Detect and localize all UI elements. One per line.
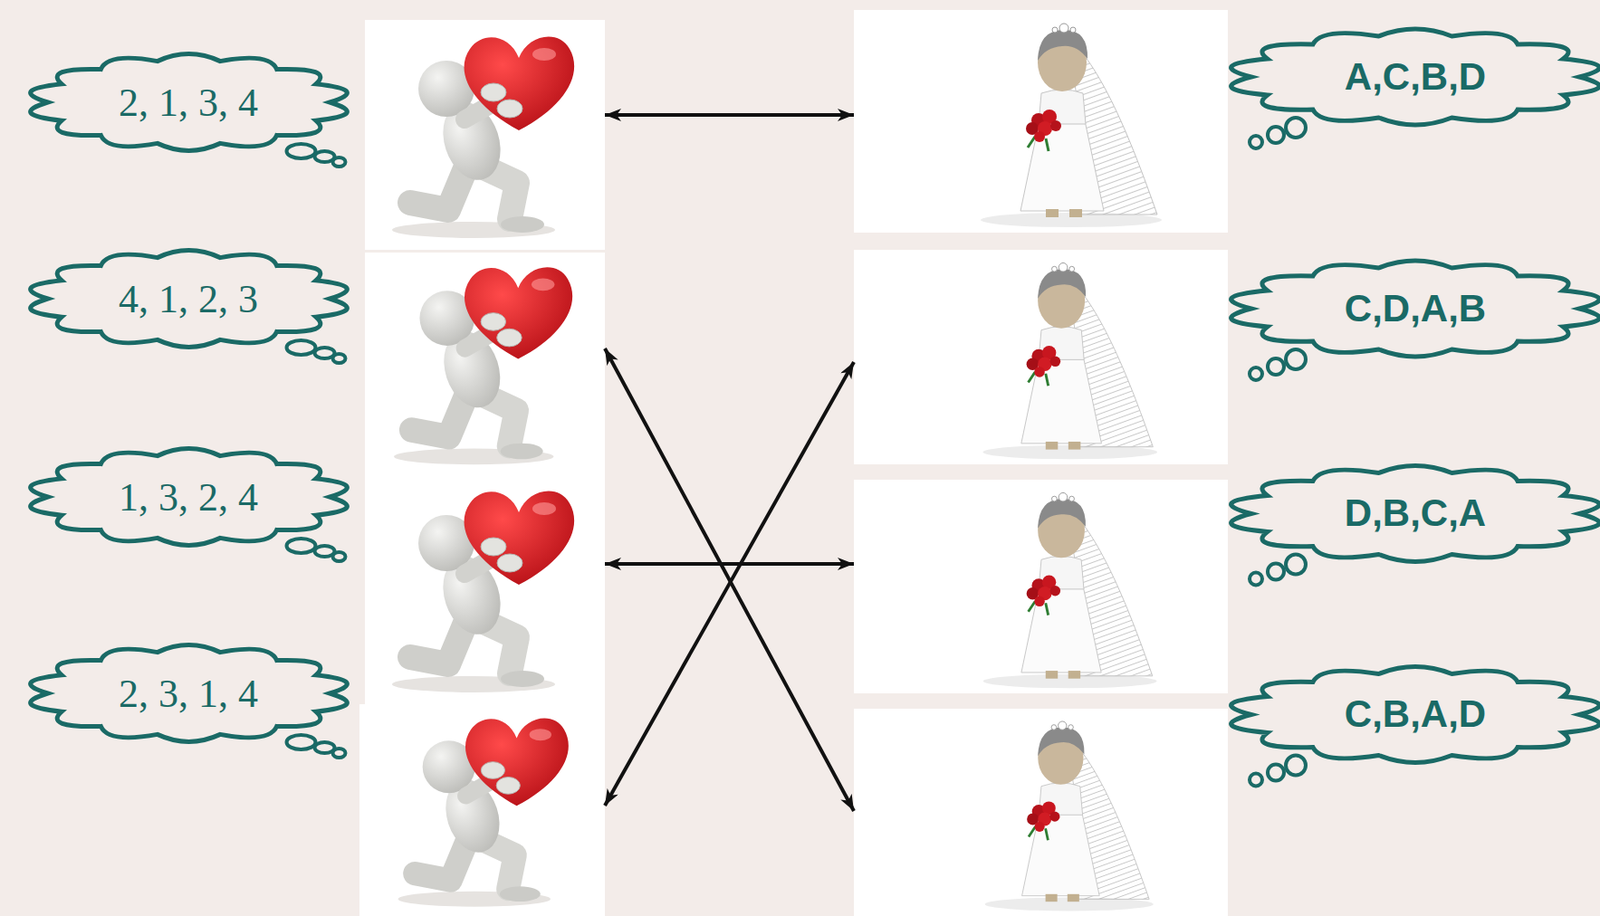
preference-text: 1, 3, 2, 4 <box>118 474 259 521</box>
bride-figures <box>853 9 1228 916</box>
cloud-tail <box>332 157 345 167</box>
cloud-tail <box>1249 572 1263 585</box>
suitor-figure <box>398 718 569 907</box>
cloud-tail <box>332 748 345 758</box>
cloud-outline <box>1231 666 1600 763</box>
cloud-tail <box>1285 755 1306 776</box>
figure-panel <box>364 19 605 250</box>
preference-list: C,D,A,B <box>1231 260 1600 358</box>
bride-figure <box>983 492 1158 689</box>
bride-node: D,B,C,A <box>853 465 1600 695</box>
thought-cloud <box>853 9 1600 233</box>
cloud-outline <box>29 250 347 348</box>
cloud-tail <box>1249 135 1263 149</box>
thought-cloud <box>30 19 606 250</box>
preference-text: D,B,C,A <box>1344 491 1486 536</box>
thought-cloud <box>30 249 606 475</box>
preference-text: A,C,B,D <box>1344 55 1486 99</box>
cloud-tail <box>1285 554 1306 575</box>
suitor-node: 2, 3, 1, 4 <box>30 644 606 916</box>
cloud-tail <box>286 340 316 355</box>
preference-text: 4, 1, 2, 3 <box>118 276 259 323</box>
suitor-node: 2, 1, 3, 4 <box>30 19 606 250</box>
cloud-outline <box>29 449 347 547</box>
match-arrow <box>604 113 854 117</box>
preference-list: C,B,A,D <box>1231 666 1600 764</box>
match-arrow <box>604 362 854 806</box>
bride-node: A,C,B,D <box>853 9 1600 233</box>
cloud-outline <box>1231 465 1600 562</box>
thought-cloud <box>853 465 1600 695</box>
suitor-figures <box>359 19 605 916</box>
figure-panel <box>853 708 1228 916</box>
cloud-tail <box>1249 367 1263 381</box>
preference-list: D,B,C,A <box>1231 465 1600 563</box>
suitor-node: 4, 1, 2, 3 <box>30 249 606 475</box>
preference-list: 4, 1, 2, 3 <box>30 249 347 348</box>
cloud-tail <box>1285 349 1306 370</box>
cloud-tail <box>332 354 345 364</box>
suitor-figure <box>392 491 575 693</box>
match-arrow <box>604 562 854 566</box>
suitor-figure <box>393 267 573 465</box>
figure-panel <box>853 479 1228 694</box>
bride-figure <box>980 23 1162 228</box>
suitor-figure <box>392 37 575 239</box>
bride-figure <box>985 721 1154 911</box>
cloud-outline <box>1231 28 1600 125</box>
cloud-tail <box>1249 773 1263 786</box>
cloud-tail <box>286 143 316 159</box>
cloud-outline <box>1231 260 1600 357</box>
figure-panel <box>364 474 605 705</box>
figure-panel <box>364 252 605 475</box>
cloud-outline <box>29 54 347 152</box>
bride-figure <box>982 262 1158 460</box>
thought-cloud <box>30 644 606 916</box>
figure-panel <box>853 249 1228 465</box>
cloud-tail <box>1285 117 1306 138</box>
cloud-tail <box>332 552 345 562</box>
preference-text: 2, 3, 1, 4 <box>118 670 259 718</box>
cloud-tail <box>1267 358 1284 375</box>
cloud-tail <box>286 735 316 750</box>
preference-list: A,C,B,D <box>1231 28 1600 126</box>
figure-panel <box>359 704 605 916</box>
cloud-tail <box>1267 126 1284 144</box>
figure-panel <box>853 9 1228 233</box>
preference-list: 1, 3, 2, 4 <box>30 448 347 547</box>
preference-list: 2, 3, 1, 4 <box>30 644 347 743</box>
thought-cloud <box>853 249 1600 465</box>
match-arrow <box>604 348 854 812</box>
preference-list: 2, 1, 3, 4 <box>30 53 347 152</box>
bride-node: C,B,A,D <box>853 666 1600 916</box>
cloud-tail <box>286 538 316 554</box>
cloud-tail <box>1267 764 1284 781</box>
preference-text: C,D,A,B <box>1344 287 1486 331</box>
bride-node: C,D,A,B <box>853 249 1600 465</box>
preference-text: C,B,A,D <box>1344 692 1486 737</box>
preference-text: 2, 1, 3, 4 <box>118 79 259 126</box>
cloud-outline <box>29 645 347 743</box>
thought-cloud <box>853 666 1600 916</box>
cloud-tail <box>1267 563 1284 580</box>
